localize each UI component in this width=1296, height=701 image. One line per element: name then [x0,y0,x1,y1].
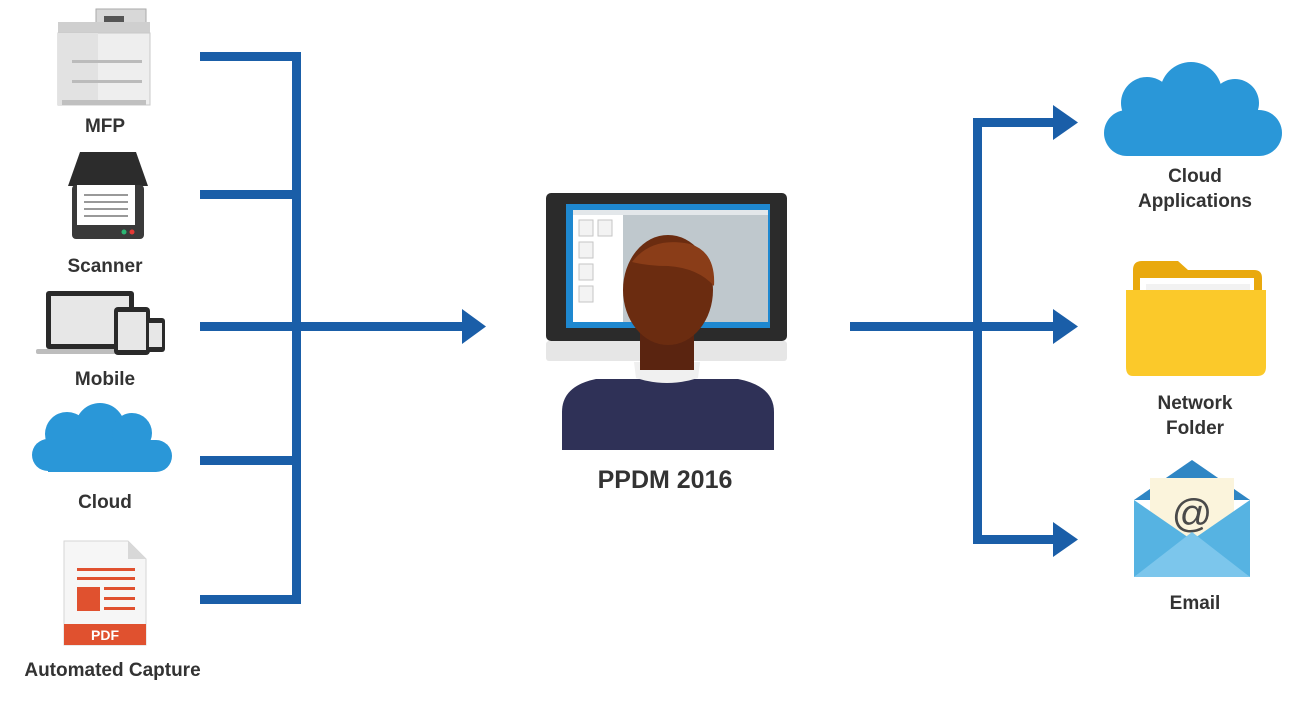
label-automated-capture: Automated Capture [24,660,201,681]
label-cloud-applications-line2: Applications [1137,191,1252,212]
cloud-icon [32,403,172,472]
label-network-folder-line2: Folder [1165,418,1225,439]
pdf-document-icon: PDF [63,540,147,646]
connector-to-center [292,322,464,331]
label-cloud: Cloud [78,492,132,513]
scanner-icon [68,152,148,239]
cloud-applications-icon [1104,62,1282,156]
arrow-email [1053,522,1078,557]
connector-bus-right [973,118,982,544]
connector-cloud-apps [973,118,1055,127]
connector-mobile [200,322,301,331]
label-cloud-applications-line1: Cloud [1168,166,1222,187]
envelope-icon: @ [1134,460,1250,577]
connector-scanner [200,190,301,199]
connector-email [973,535,1055,544]
label-mfp: MFP [84,116,126,137]
mfp-icon [57,8,151,106]
label-mobile: Mobile [74,369,136,390]
label-network-folder: Network Folder [1115,391,1275,441]
output-connectors [850,105,1078,557]
arrow-cloud-apps [1053,105,1078,140]
label-scanner: Scanner [67,256,143,277]
arrow-to-center [462,309,486,344]
label-ppdm: PPDM 2016 [597,466,733,494]
connector-mfp [200,52,301,61]
arrow-network-folder [1053,309,1078,344]
connector-from-center [850,322,1054,331]
connector-automated [200,595,301,604]
folder-icon [1126,261,1266,376]
at-symbol: @ [1172,492,1213,536]
pdf-badge-text: PDF [91,627,119,643]
label-email: Email [1169,593,1221,614]
input-connectors [200,52,486,604]
label-cloud-applications: Cloud Applications [1115,164,1275,214]
user-at-computer-icon [546,193,787,450]
mobile-devices-icon [36,291,165,355]
label-network-folder-line1: Network [1157,393,1233,414]
connector-cloud [200,456,301,465]
